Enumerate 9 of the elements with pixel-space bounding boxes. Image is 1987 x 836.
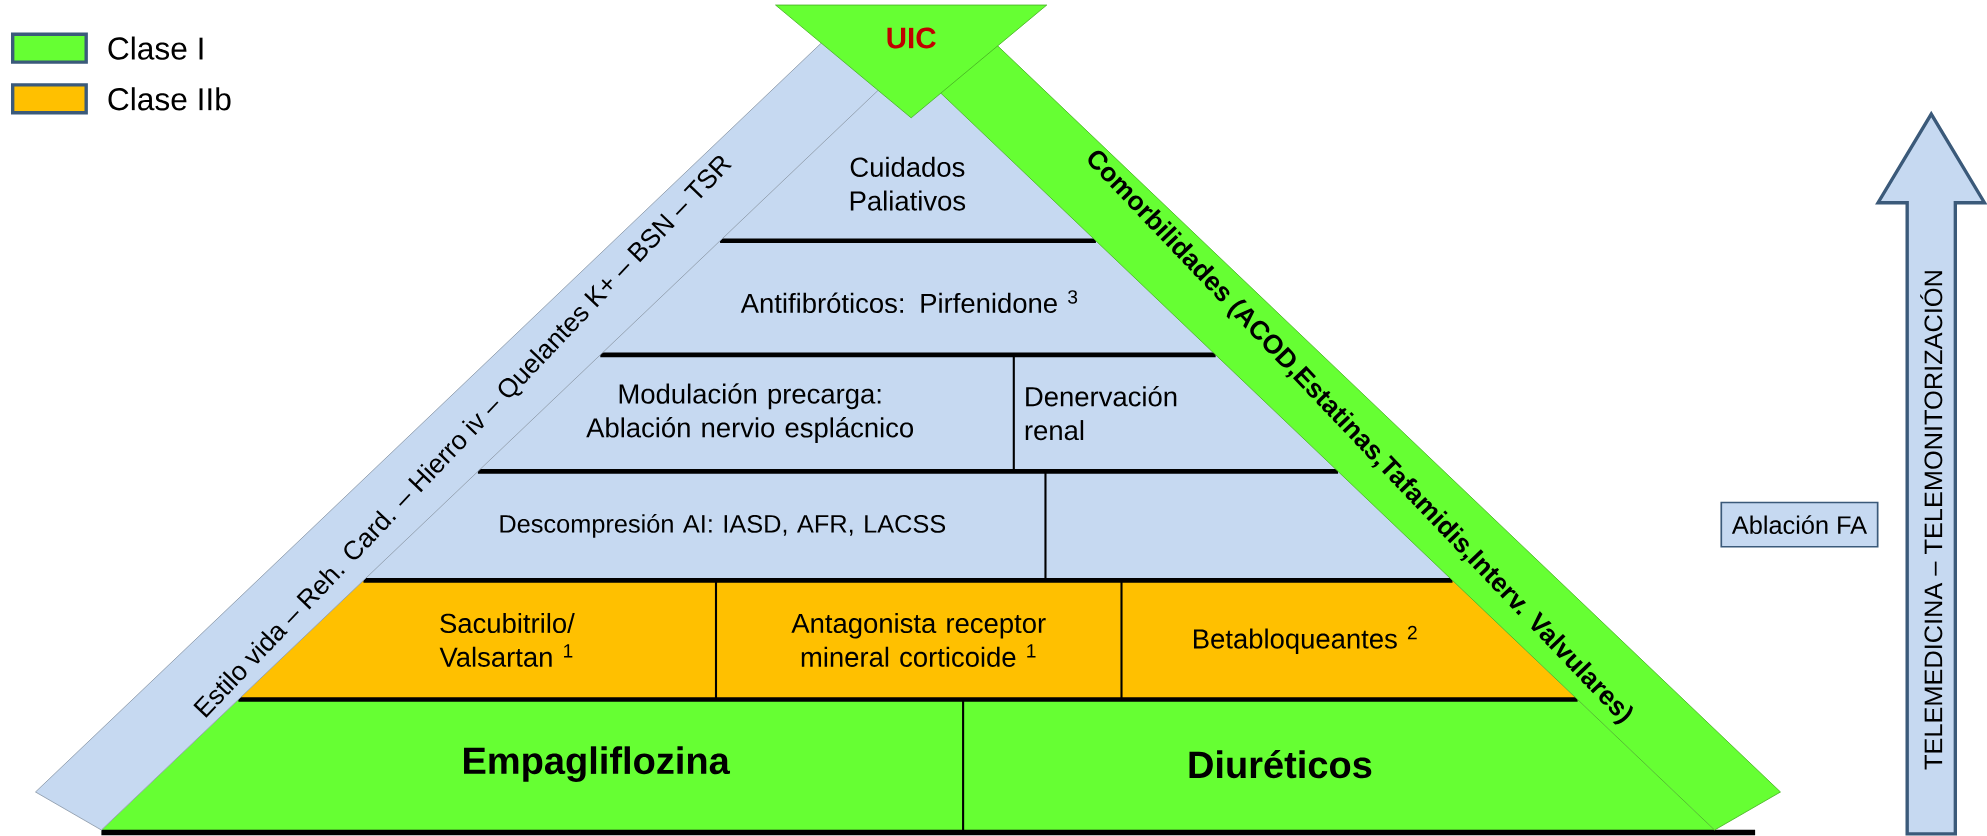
legend-label: Clase IIb xyxy=(108,87,231,111)
treatment-cell: Antagonista receptor mineral corticoide $^{1}$ xyxy=(716,580,1122,700)
legend-label: Clase I xyxy=(108,36,203,60)
node-label: Denervación renal xyxy=(1025,385,1177,441)
node-label: Empagliflozina xyxy=(464,746,731,782)
side-box: Ablación FA xyxy=(1720,501,1879,548)
top-triangle: UIC xyxy=(775,4,1048,119)
node-label: Diuréticos xyxy=(1189,749,1372,779)
node-label: Betabloqueantes $^{2}$ xyxy=(1194,625,1417,654)
